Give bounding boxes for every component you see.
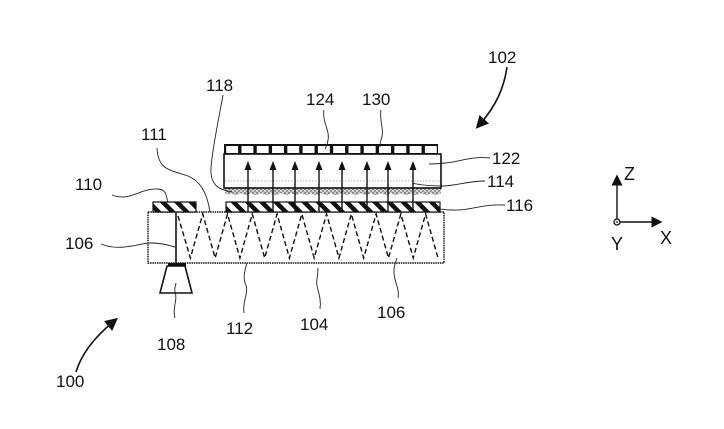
- leader-122: [428, 157, 491, 165]
- cell: [333, 146, 346, 153]
- label-118: 118: [206, 76, 233, 95]
- arrow-group: [244, 161, 417, 212]
- coordinate-axes: Z X Y: [611, 164, 672, 254]
- label-122: 122: [492, 149, 520, 168]
- leader-lines: [100, 94, 506, 319]
- leader-118: [210, 94, 233, 193]
- arrow-head-icon: [244, 161, 252, 170]
- leader-124: [323, 109, 329, 150]
- leader-116: [439, 204, 506, 211]
- label-110: 110: [75, 175, 102, 194]
- cell: [363, 146, 376, 153]
- cell: [302, 146, 315, 153]
- reference-labels: 100 102 104 106 106 108 110 111 112 114 …: [56, 48, 533, 391]
- cell-array-frame: [224, 144, 438, 154]
- cell: [226, 146, 239, 153]
- plate: [223, 153, 442, 189]
- cell: [394, 146, 407, 153]
- label-114: 114: [487, 172, 514, 191]
- cell: [409, 146, 422, 153]
- cell: [317, 146, 330, 153]
- label-111: 111: [141, 125, 167, 144]
- label-106-left: 106: [65, 234, 93, 253]
- hatched-layer: [225, 201, 441, 213]
- cell: [424, 146, 437, 153]
- axis-label-x: X: [660, 228, 672, 248]
- cell: [379, 146, 391, 153]
- label-112: 112: [226, 319, 253, 338]
- label-106-right: 106: [377, 303, 405, 322]
- cell: [348, 146, 361, 153]
- label-104: 104: [300, 315, 328, 334]
- arrow-head-icon: [291, 161, 299, 170]
- cell: [256, 146, 269, 153]
- leader-110: [111, 188, 169, 203]
- label-100: 100: [56, 372, 84, 391]
- arrow-head-icon: [338, 161, 346, 170]
- leader-106-left: [100, 242, 176, 248]
- leader-111: [156, 147, 211, 213]
- chamber-block: [147, 211, 445, 264]
- leader-106-right-b: [393, 257, 399, 299]
- label-102: 102: [488, 48, 516, 67]
- axis-label-y: Y: [611, 234, 623, 254]
- arrow-head-icon: [363, 161, 371, 170]
- cell: [287, 146, 300, 153]
- leader-114: [411, 180, 486, 187]
- cell-array: [224, 144, 438, 154]
- arrow-100: [75, 317, 118, 373]
- label-124: 124: [306, 90, 334, 109]
- label-116: 116: [506, 196, 533, 215]
- axis-label-z: Z: [624, 164, 635, 184]
- arrow-head-icon: [269, 161, 277, 170]
- arrow-head-icon: [315, 161, 323, 170]
- nozzle: [158, 263, 194, 294]
- leader-108: [173, 282, 177, 319]
- cell: [241, 146, 254, 153]
- arrow-head-icon: [409, 161, 417, 170]
- arrow-102: [475, 66, 508, 129]
- leader-104: [316, 267, 321, 310]
- label-130: 130: [362, 90, 390, 109]
- leader-130: [379, 109, 383, 148]
- arrow-head-icon: [384, 161, 392, 170]
- cell: [272, 146, 284, 153]
- left-hatched-pad: [152, 201, 197, 213]
- textured-layer: [225, 188, 441, 195]
- leader-112: [243, 262, 248, 314]
- label-108: 108: [157, 335, 185, 354]
